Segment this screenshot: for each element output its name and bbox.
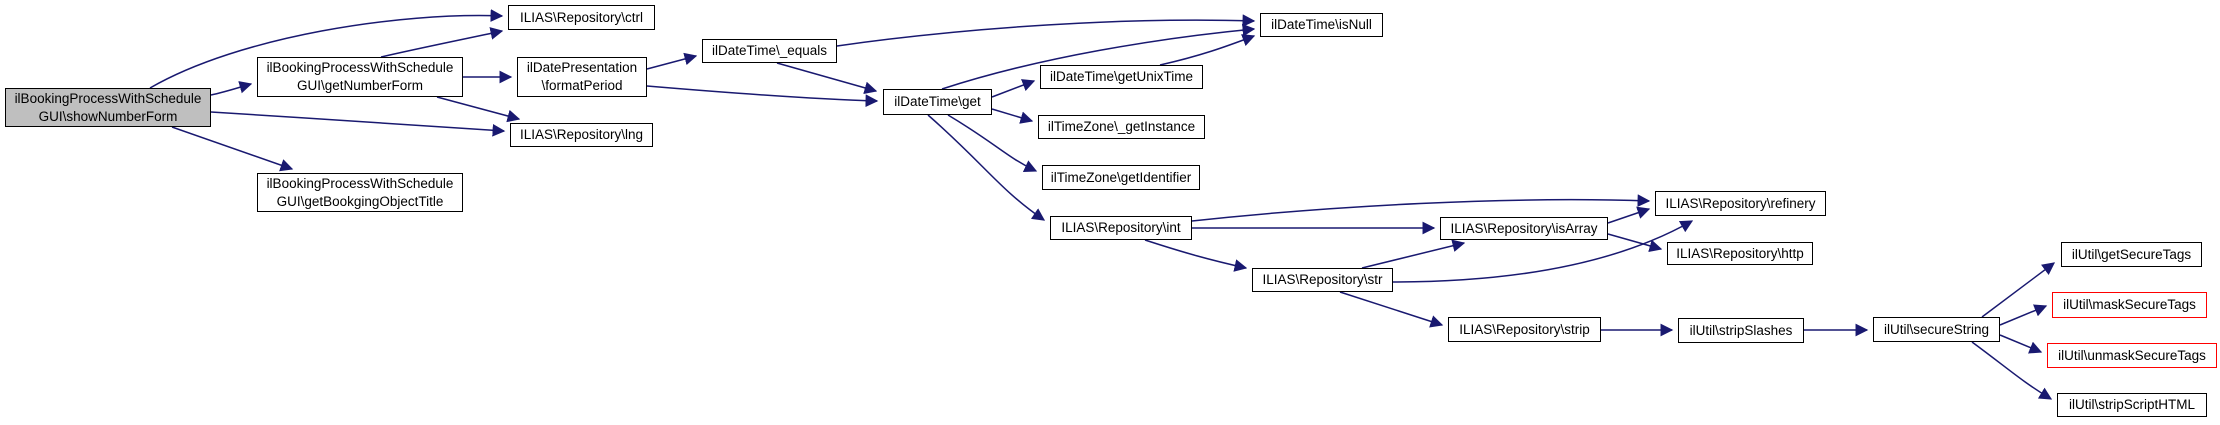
edge-secureString-unmaskSecureTags (1999, 334, 2043, 354)
edge-str-refinery (1392, 220, 1694, 283)
node-unmaskSecureTags[interactable]: ilUtil\unmaskSecureTags (2047, 343, 2217, 368)
node-secureString[interactable]: ilUtil\secureString (1873, 317, 2000, 342)
node-get[interactable]: ilDateTime\get (883, 89, 992, 115)
edge-int-refinery (1191, 194, 1651, 222)
edge-showNumberForm-getNumberForm (210, 81, 253, 96)
node-getUnixTime[interactable]: ilDateTime\getUnixTime (1040, 65, 1203, 89)
node-lng[interactable]: ILIAS\Repository\lng (510, 123, 653, 147)
edge-str-strip (1339, 291, 1444, 328)
edge-isArray-refinery (1607, 206, 1651, 224)
node-formatPeriod[interactable]: ilDatePresentation \formatPeriod (517, 57, 647, 97)
node-http[interactable]: ILIAS\Repository\http (1667, 242, 1813, 265)
edge-str-isArray (1361, 239, 1466, 269)
node-getInstance[interactable]: ilTimeZone\_getInstance (1038, 115, 1205, 139)
edge-getNumberForm-lng (436, 96, 521, 123)
node-strip[interactable]: ILIAS\Repository\strip (1448, 317, 1601, 342)
edge-get-getIdentifier (947, 114, 1038, 172)
edge-showNumberForm-lng (210, 111, 506, 137)
edge-getUnixTime-isNull (1159, 34, 1256, 66)
node-stripSlashes[interactable]: ilUtil\stripSlashes (1678, 318, 1804, 343)
node-stripScriptHTML[interactable]: ilUtil\stripScriptHTML (2057, 393, 2207, 417)
node-ctrl[interactable]: ILIAS\Repository\ctrl (508, 5, 655, 30)
edge-formatPeriod-get (646, 85, 879, 108)
edge-showNumberForm-getBookgingObjectTitle (171, 126, 294, 172)
edge-int-str (1144, 239, 1248, 272)
edge-get-getUnixTime (991, 79, 1036, 98)
edge-secureString-maskSecureTags (1999, 304, 2048, 326)
edge-get-isNull (941, 23, 1256, 90)
node-getSecureTags[interactable]: ilUtil\getSecureTags (2061, 242, 2202, 267)
edge-isArray-http (1607, 233, 1663, 253)
edge-secureString-stripScriptHTML (1971, 341, 2053, 400)
node-isNull[interactable]: ilDateTime\isNull (1260, 13, 1383, 37)
edge-equals-isNull (836, 14, 1256, 47)
edge-formatPeriod-equals (646, 52, 698, 70)
node-showNumberForm[interactable]: ilBookingProcessWithSchedule GUI\showNum… (5, 88, 211, 127)
node-getBookgingObjectTitle[interactable]: ilBookingProcessWithSchedule GUI\getBook… (257, 173, 463, 212)
edge-showNumberForm-ctrl (149, 9, 504, 89)
node-int[interactable]: ILIAS\Repository\int (1050, 216, 1192, 240)
node-str[interactable]: ILIAS\Repository\str (1252, 268, 1393, 292)
edge-get-getInstance (991, 108, 1034, 124)
edge-get-int (927, 114, 1046, 221)
node-getNumberForm[interactable]: ilBookingProcessWithSchedule GUI\getNumb… (257, 57, 463, 97)
node-isArray[interactable]: ILIAS\Repository\isArray (1440, 217, 1608, 240)
edge-secureString-getSecureTags (1981, 262, 2056, 318)
node-getIdentifier[interactable]: ilTimeZone\getIdentifier (1042, 165, 1200, 190)
edge-getNumberForm-ctrl (380, 27, 504, 58)
node-refinery[interactable]: ILIAS\Repository\refinery (1655, 191, 1826, 216)
edge-equals-get (776, 62, 878, 95)
node-equals[interactable]: ilDateTime\_equals (702, 39, 837, 63)
node-maskSecureTags[interactable]: ilUtil\maskSecureTags (2052, 292, 2207, 318)
